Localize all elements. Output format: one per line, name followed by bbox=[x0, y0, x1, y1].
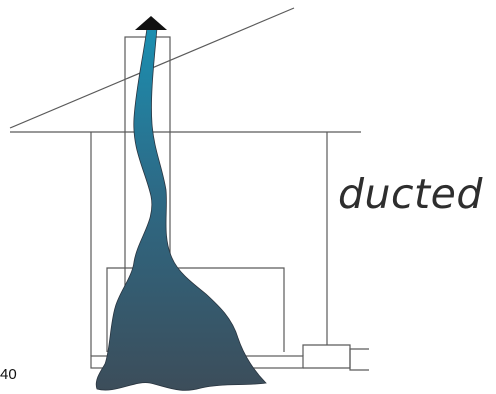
hood-box bbox=[106, 267, 285, 352]
page-number: 40 bbox=[0, 366, 17, 383]
up-arrow-icon bbox=[135, 16, 167, 30]
diagram-caption: ducted bbox=[338, 170, 483, 218]
exterior-duct bbox=[302, 344, 351, 369]
exterior-terminal bbox=[349, 348, 369, 371]
smoke-plume bbox=[95, 27, 267, 391]
